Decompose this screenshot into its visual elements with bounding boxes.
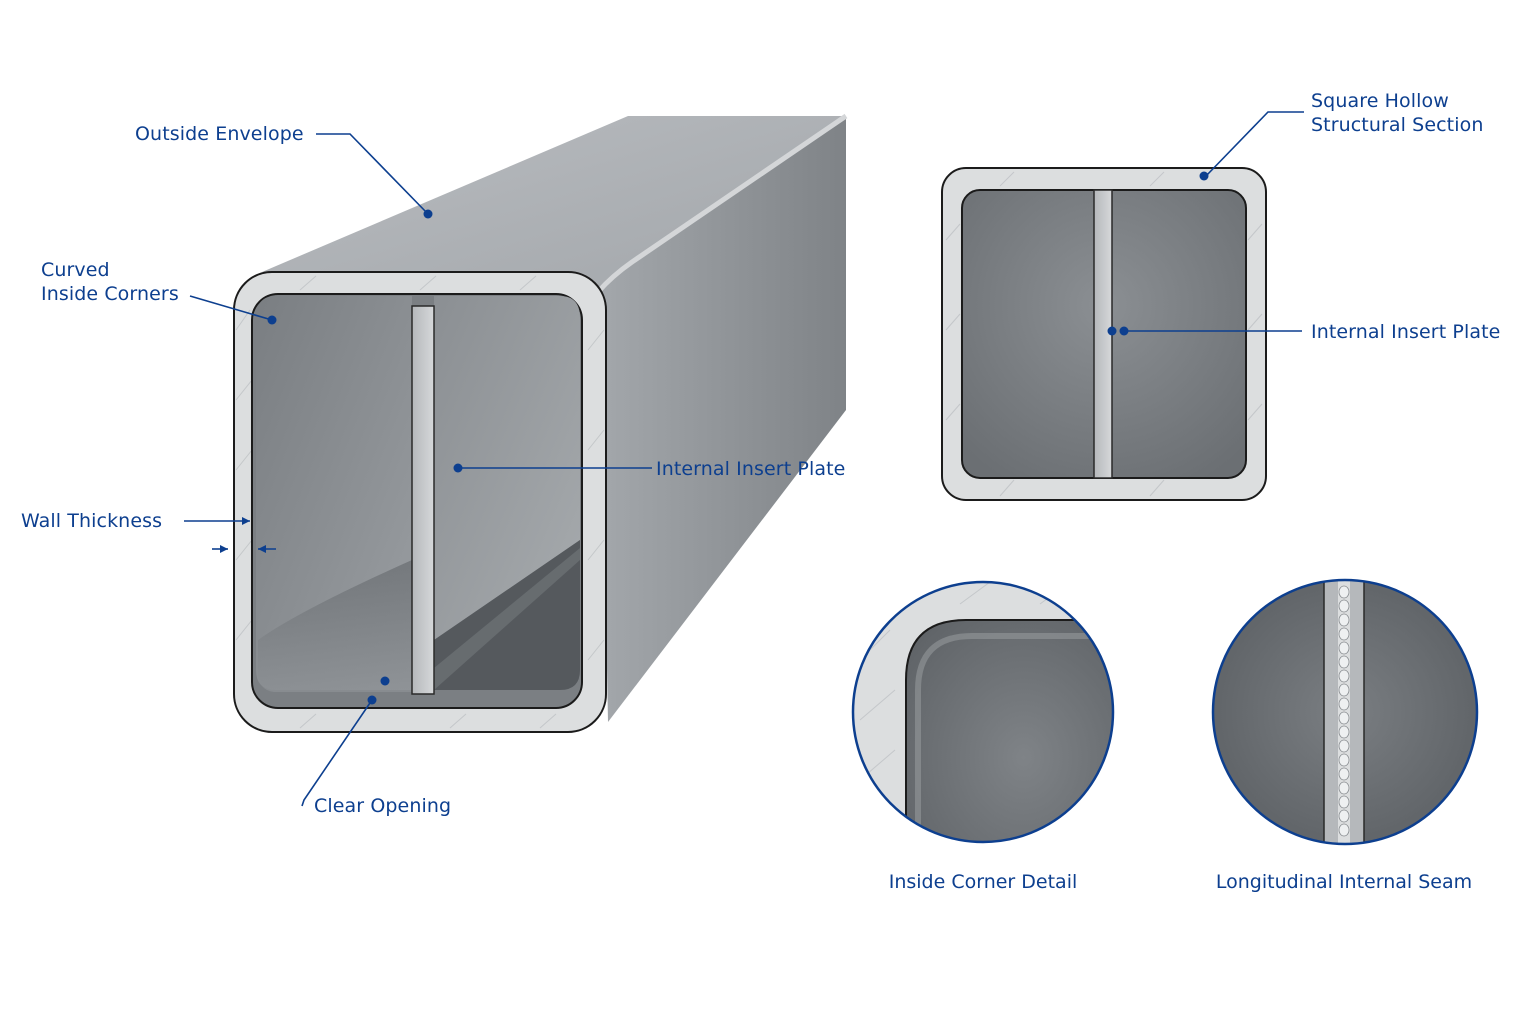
callout-dots [220, 171, 1209, 705]
corner-detail-ring [851, 580, 1115, 844]
weld-bead [1338, 585, 1350, 837]
insert-plate-front [411, 305, 435, 695]
tube-3d [233, 113, 848, 733]
caption-longitudinal-internal-seam: Longitudinal Internal Seam [1215, 871, 1473, 893]
label-internal-insert-plate-section: Internal Insert Plate [1311, 321, 1501, 343]
label-internal-insert-plate-main: Internal Insert Plate [656, 458, 846, 480]
label-clear-opening: Clear Opening [314, 795, 452, 817]
tube-edge-highlight [596, 113, 848, 294]
tube-top-face [262, 116, 846, 294]
label-square-hollow-section: Square Hollow Structural Section [1311, 90, 1484, 136]
leader-curved-corners [189, 295, 273, 321]
caption-inside-corner-detail: Inside Corner Detail [888, 871, 1078, 893]
label-outside-envelope: Outside Envelope [135, 123, 304, 145]
leader-square-section [1205, 111, 1304, 177]
tube-side-face [600, 116, 846, 722]
label-wall-thickness: Wall Thickness [21, 510, 163, 532]
label-curved-inside-corners: Curved Inside Corners [41, 259, 179, 305]
leader-outside-envelope [316, 133, 429, 215]
leader-clear-opening [301, 699, 373, 807]
seam-detail-ring [1211, 578, 1479, 846]
inside-corner-detail-view [851, 580, 1115, 844]
longitudinal-seam-view [1211, 578, 1479, 846]
section-view [941, 167, 1267, 501]
